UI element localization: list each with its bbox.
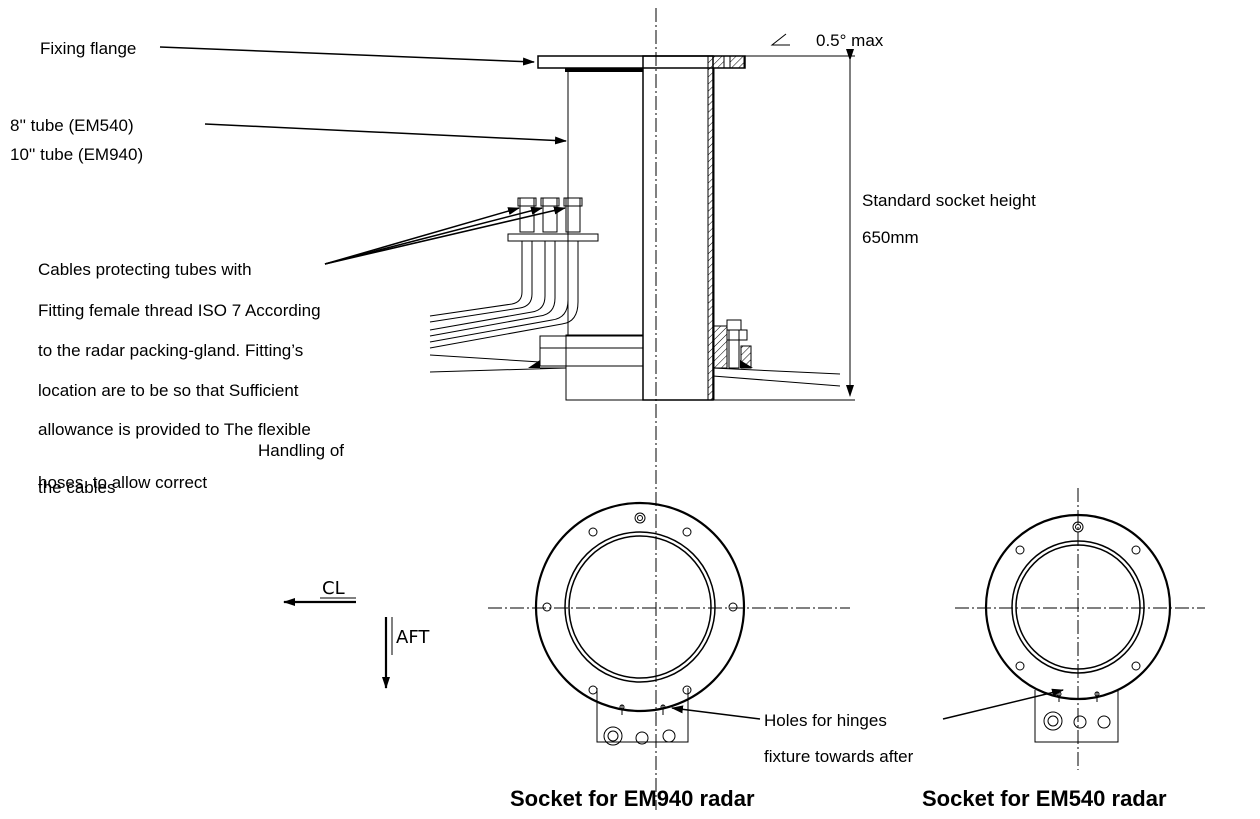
caption-em540: Socket for EM540 radar: [922, 786, 1167, 811]
cable-tubes: [429, 197, 599, 349]
em540-tube-inner: [1015, 544, 1141, 670]
socket-height-label-line1: Standard socket height: [862, 191, 1036, 210]
caption-em940: Socket for EM940 radar: [510, 786, 755, 811]
cables-note-line3: to the radar packing-gland. Fitting’s: [38, 341, 303, 360]
cables-leader-arrow-2: [324, 206, 543, 265]
em940-flange-outer: [534, 501, 746, 713]
cables-leader-arrow-1: [324, 207, 520, 265]
tube-label-line1: 8'' tube (EM540): [10, 116, 134, 135]
cables-note-line5: allowance is provided to The flexible: [38, 420, 311, 439]
em540-top-view: [955, 488, 1205, 770]
flange-hatch-section-right: [729, 55, 745, 69]
em940-tube-outer: [564, 531, 716, 683]
deck-line-4: [712, 367, 841, 375]
cl-label: CL: [322, 578, 345, 599]
cables-note-line4: location are to be so that Sufficient: [38, 381, 299, 400]
angle-symbol: [770, 33, 790, 46]
em940-tube-inner: [568, 535, 712, 679]
tube-wall-hatch: [707, 67, 715, 401]
socket-height-label-line2: 650mm: [862, 228, 919, 247]
cables-note-line1: Cables protecting tubes with: [38, 260, 252, 279]
deck-line-5: [712, 375, 841, 387]
flange-hatch-section: [707, 55, 725, 69]
tube-leader-arrow: [204, 123, 567, 145]
cl-marker: [283, 597, 356, 606]
cables-note-line6: Handling of: [258, 441, 344, 460]
bolt-flange: [726, 329, 748, 341]
deck-line-1: [429, 354, 541, 363]
bolt-nut: [726, 319, 742, 331]
bolt-lower: [740, 345, 752, 369]
deck-line-2: [429, 367, 567, 373]
tube-label-line2: 10'' tube (EM940): [10, 145, 143, 164]
base-plate: [539, 347, 644, 367]
socket-base: [565, 334, 644, 401]
aft-label: AFT: [396, 627, 430, 648]
cable-plate: [507, 233, 599, 242]
em940-top-view: [488, 501, 850, 746]
em540-flange-outer: [984, 513, 1172, 701]
em540-tube-outer: [1011, 540, 1145, 674]
em540-hinge-bracket: [1034, 690, 1119, 743]
side-view: [429, 8, 855, 810]
cables-note-line7a: hoses, to allow correct: [38, 473, 207, 492]
base-ring: [539, 335, 644, 349]
flange-leader-arrow: [159, 46, 535, 66]
em940-hinge-bracket: [596, 688, 689, 746]
holes-leader-arrow-em540: [942, 688, 1064, 720]
bolt-housing: [712, 325, 728, 369]
tube: [642, 55, 714, 401]
holes-leader-arrow-em940: [671, 705, 761, 720]
cables-leader-arrow-3: [324, 206, 566, 265]
aft-marker: [382, 617, 393, 689]
bolt-shank: [728, 329, 740, 369]
cables-note-line7b: the cables: [38, 478, 116, 497]
fixing-flange-label: Fixing flange: [40, 39, 136, 58]
holes-label-line2: fixture towards after: [764, 747, 914, 766]
holes-label-line1: Holes for hinges: [764, 711, 887, 730]
angle-tolerance-label: 0.5° max: [816, 31, 884, 50]
cables-note-line2: Fitting female thread ISO 7 According: [38, 301, 321, 320]
